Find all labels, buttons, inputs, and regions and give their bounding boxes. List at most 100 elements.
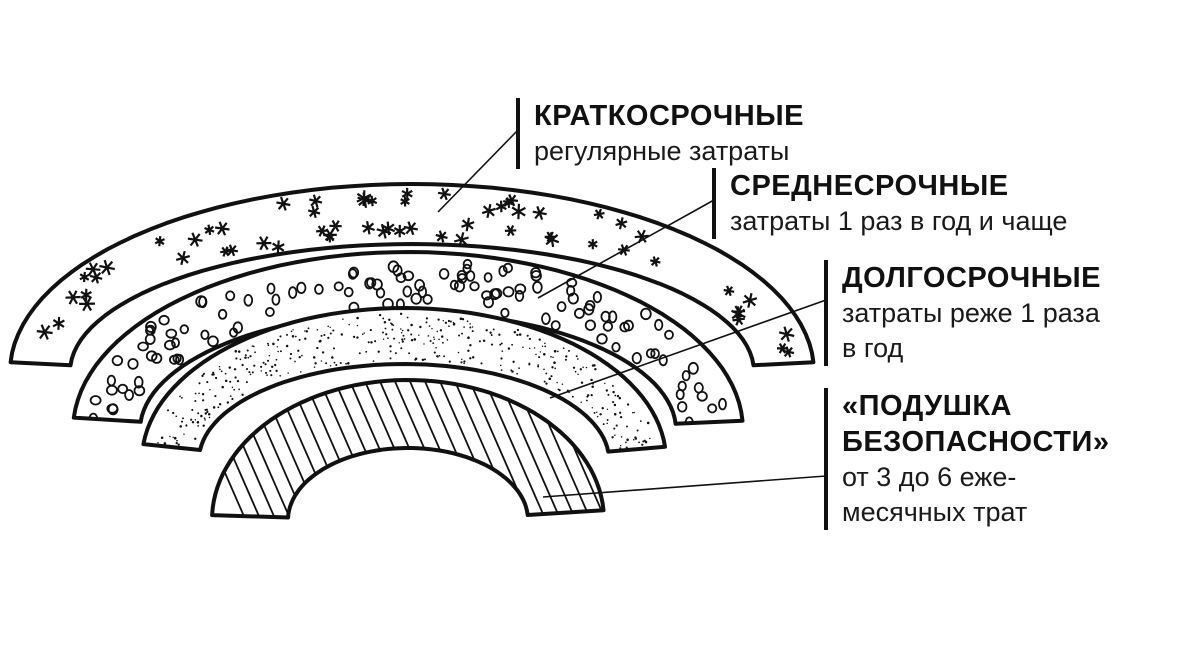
circle-mark: [456, 269, 467, 281]
dot-mark: [602, 423, 605, 426]
circle-mark: [687, 361, 699, 375]
dot-mark: [591, 385, 594, 388]
dot-mark: [177, 443, 180, 446]
dot-mark: [649, 437, 651, 440]
dot-mark: [448, 325, 450, 327]
dot-mark: [613, 412, 617, 416]
circle-mark: [264, 306, 275, 317]
dot-mark: [593, 411, 596, 414]
dot-mark: [238, 388, 240, 391]
circle-mark: [364, 277, 375, 290]
circle-mark: [229, 327, 239, 338]
circle-mark: [483, 272, 493, 283]
dot-mark: [275, 358, 278, 361]
dot-mark: [571, 395, 574, 398]
circle-mark: [410, 292, 422, 305]
circle-mark: [502, 262, 513, 274]
dot-mark: [615, 424, 618, 427]
dot-mark: [471, 330, 474, 333]
dot-mark: [652, 452, 654, 454]
dot-mark: [459, 317, 463, 321]
dot-mark: [467, 349, 470, 353]
circle-mark: [596, 333, 608, 345]
label-description: затраты реже 1 раза в год: [842, 298, 1100, 363]
dot-mark: [478, 340, 481, 343]
dot-mark: [554, 367, 557, 370]
dot-mark: [312, 356, 316, 359]
dot-mark: [175, 441, 178, 445]
dot-mark: [289, 357, 292, 360]
dot-mark: [264, 363, 267, 366]
dot-mark: [500, 369, 503, 371]
star-mark: [593, 208, 605, 220]
dot-mark: [172, 436, 174, 439]
circle-mark: [111, 355, 124, 367]
dot-mark: [393, 337, 396, 340]
circle-mark: [584, 319, 597, 331]
circle-mark: [422, 294, 433, 305]
star-mark: [782, 346, 795, 358]
dot-mark: [561, 383, 564, 385]
dot-mark: [616, 394, 620, 398]
dot-mark: [433, 351, 436, 354]
dot-mark: [314, 362, 317, 365]
dot-mark: [245, 367, 249, 371]
dot-mark: [401, 338, 404, 341]
dot-mark: [304, 330, 306, 332]
dot-mark: [526, 334, 529, 337]
dot-mark: [638, 441, 640, 444]
dot-mark: [402, 334, 405, 337]
dot-mark: [367, 341, 370, 344]
dot-mark: [419, 325, 422, 329]
dot-mark: [644, 440, 648, 444]
label-short-term: КРАТКОСРОЧНЫЕ регулярные затраты: [516, 98, 804, 169]
star-mark: [481, 203, 496, 219]
dot-mark: [254, 351, 256, 354]
circle-mark: [684, 416, 694, 424]
dot-mark: [537, 365, 540, 368]
star-mark: [79, 296, 96, 312]
dot-mark: [646, 421, 650, 425]
dot-mark: [389, 345, 392, 348]
dot-mark: [636, 429, 639, 432]
dot-mark: [574, 370, 577, 373]
dot-mark: [190, 451, 192, 452]
circle-mark: [145, 324, 156, 336]
dot-mark: [469, 357, 472, 360]
dot-mark: [469, 343, 472, 347]
dot-mark: [212, 406, 216, 409]
star-mark: [504, 225, 517, 237]
dot-mark: [388, 318, 391, 322]
dot-mark: [163, 442, 167, 445]
circle-mark: [707, 403, 718, 414]
dot-mark: [553, 361, 556, 364]
circle-mark: [469, 281, 480, 292]
circle-mark: [343, 286, 354, 298]
dot-mark: [425, 321, 428, 324]
dot-mark: [433, 338, 436, 341]
dot-mark: [321, 351, 325, 354]
dot-mark: [436, 355, 439, 358]
dot-mark: [370, 341, 373, 344]
dot-mark: [634, 437, 638, 440]
dot-mark: [173, 436, 177, 440]
circle-mark: [163, 339, 176, 351]
dot-mark: [358, 352, 361, 355]
dot-mark: [596, 415, 599, 418]
dot-mark: [543, 353, 546, 356]
star-mark: [361, 221, 375, 235]
dot-mark: [556, 350, 559, 353]
dot-mark: [203, 417, 206, 420]
circle-mark: [395, 272, 407, 284]
dot-mark: [435, 346, 437, 349]
dot-mark: [201, 374, 204, 378]
star-mark: [532, 206, 547, 220]
circle-mark: [541, 312, 551, 326]
dot-mark: [538, 338, 541, 341]
dot-mark: [544, 345, 547, 348]
circle-mark: [106, 403, 119, 414]
star-mark: [99, 259, 116, 276]
dot-mark: [575, 355, 578, 358]
dot-mark: [389, 350, 392, 353]
